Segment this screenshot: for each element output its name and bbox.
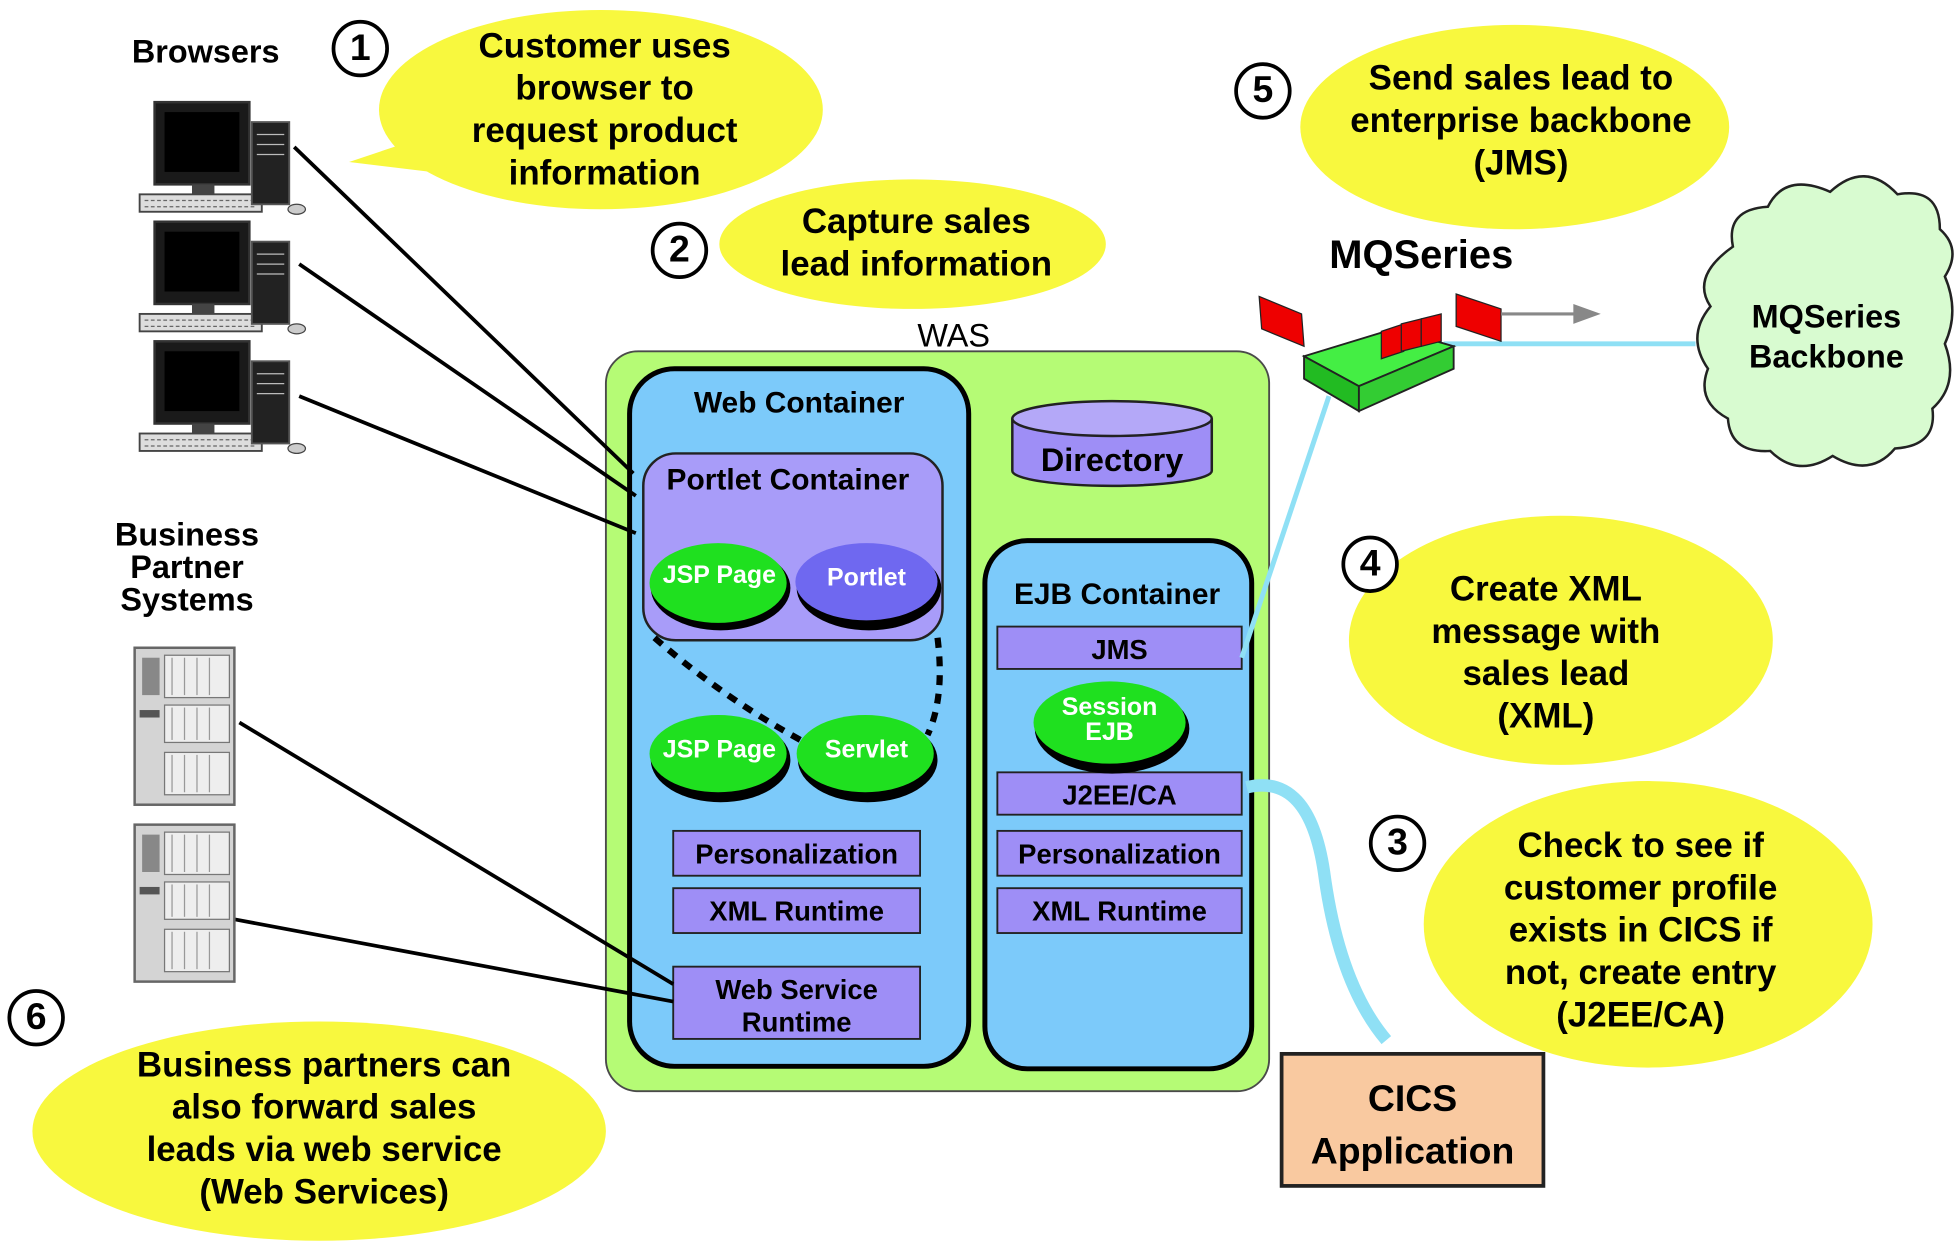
callout-1-bubble — [349, 9, 823, 210]
servlet-label: Servlet — [824, 736, 909, 764]
session-ejb-label: Session EJB — [1061, 693, 1158, 747]
browsers-label: Browsers — [131, 32, 280, 70]
j2eeca-label: J2EE/CA — [1062, 779, 1177, 811]
dotted-link-jsp-servlet — [652, 635, 802, 743]
mqseries-label: MQSeries — [1329, 231, 1514, 277]
callout-5-bubble — [1300, 24, 1730, 230]
jsp-page-oval-2 — [649, 715, 791, 803]
message-out-icon — [1455, 293, 1502, 343]
arrow-head-icon — [1573, 303, 1601, 324]
portlet-label: Portlet — [826, 564, 906, 592]
mq-queue-icon — [1301, 313, 1457, 413]
mqseries-backbone-cloud — [1696, 175, 1954, 468]
session-ejb-oval — [1033, 681, 1190, 774]
callout-3-text: Check to see if customer profile exists … — [1503, 825, 1778, 1034]
callout-4-text: Create XML message with sales lead (XML) — [1431, 569, 1661, 735]
cics-application-label: CICS Application — [1310, 1078, 1515, 1173]
was-label: WAS — [917, 316, 991, 354]
partner-line-1 — [238, 720, 675, 986]
browser-line-2 — [298, 262, 637, 498]
callout-1-text: Customer uses browser to request product… — [471, 26, 738, 192]
browser-pc-icon-2 — [138, 220, 307, 336]
ejb-container-title: EJB Container — [1013, 578, 1221, 612]
web-personalization-box — [672, 829, 921, 877]
cics-application-box — [1279, 1051, 1546, 1188]
browser-pc-icon-3 — [138, 340, 307, 455]
jms-to-mq-line — [1239, 395, 1332, 659]
jms-label: JMS — [1091, 634, 1148, 666]
step-4-badge: 4 — [1341, 535, 1399, 593]
ejb-personalization-box — [996, 829, 1243, 877]
browser-line-3 — [298, 394, 637, 535]
servlet-oval — [796, 715, 938, 803]
jsp-page-oval-1 — [649, 543, 791, 631]
callout-6-bubble — [32, 1021, 606, 1241]
partner-server-icon-2 — [133, 823, 236, 983]
message-in-icon — [1258, 295, 1305, 348]
web-service-runtime-label: Web Service Runtime — [715, 974, 878, 1038]
callout-3-bubble — [1423, 781, 1873, 1068]
web-xml-runtime-box — [672, 887, 921, 934]
directory-cylinder — [1011, 399, 1214, 488]
directory-label: Directory — [1040, 440, 1184, 479]
step-1-badge: 1 — [331, 19, 389, 78]
ejb-xml-runtime-box — [996, 887, 1243, 934]
web-personalization-label: Personalization — [695, 838, 898, 870]
browser-pc-icon-1 — [138, 100, 307, 216]
callout-4-bubble — [1348, 515, 1773, 765]
step-5-badge: 5 — [1234, 62, 1292, 120]
callout-6-text: Business partners can also forward sales… — [136, 1045, 512, 1211]
j2eeca-box — [996, 771, 1243, 816]
partner-line-2 — [234, 917, 674, 1004]
ejb-xml-runtime-label: XML Runtime — [1032, 895, 1207, 927]
business-partner-label: Business Partner Systems — [114, 515, 260, 618]
portlet-container-title: Portlet Container — [666, 463, 910, 498]
web-service-runtime-box — [672, 965, 921, 1040]
j2eeca-to-cics-link — [1245, 779, 1392, 1045]
browser-line-1 — [292, 145, 635, 475]
partner-server-icon-1 — [133, 646, 236, 806]
portlet-oval — [795, 543, 942, 631]
step-6-badge: 6 — [7, 989, 65, 1047]
ejb-personalization-label: Personalization — [1018, 838, 1221, 870]
step-2-badge: 2 — [650, 221, 709, 280]
callout-5-text: Send sales lead to enterprise backbone (… — [1350, 58, 1692, 182]
mqseries-backbone-label: MQSeries Backbone — [1748, 297, 1904, 375]
jsp-page-2-label: JSP Page — [662, 736, 776, 764]
step-3-badge: 3 — [1368, 814, 1427, 872]
web-container-title: Web Container — [693, 386, 905, 420]
callout-2-bubble — [719, 179, 1106, 309]
jsp-page-1-label: JSP Page — [662, 561, 776, 590]
callout-2-text: Capture sales lead information — [780, 201, 1053, 283]
jms-box — [996, 625, 1243, 670]
web-xml-runtime-label: XML Runtime — [709, 895, 885, 927]
